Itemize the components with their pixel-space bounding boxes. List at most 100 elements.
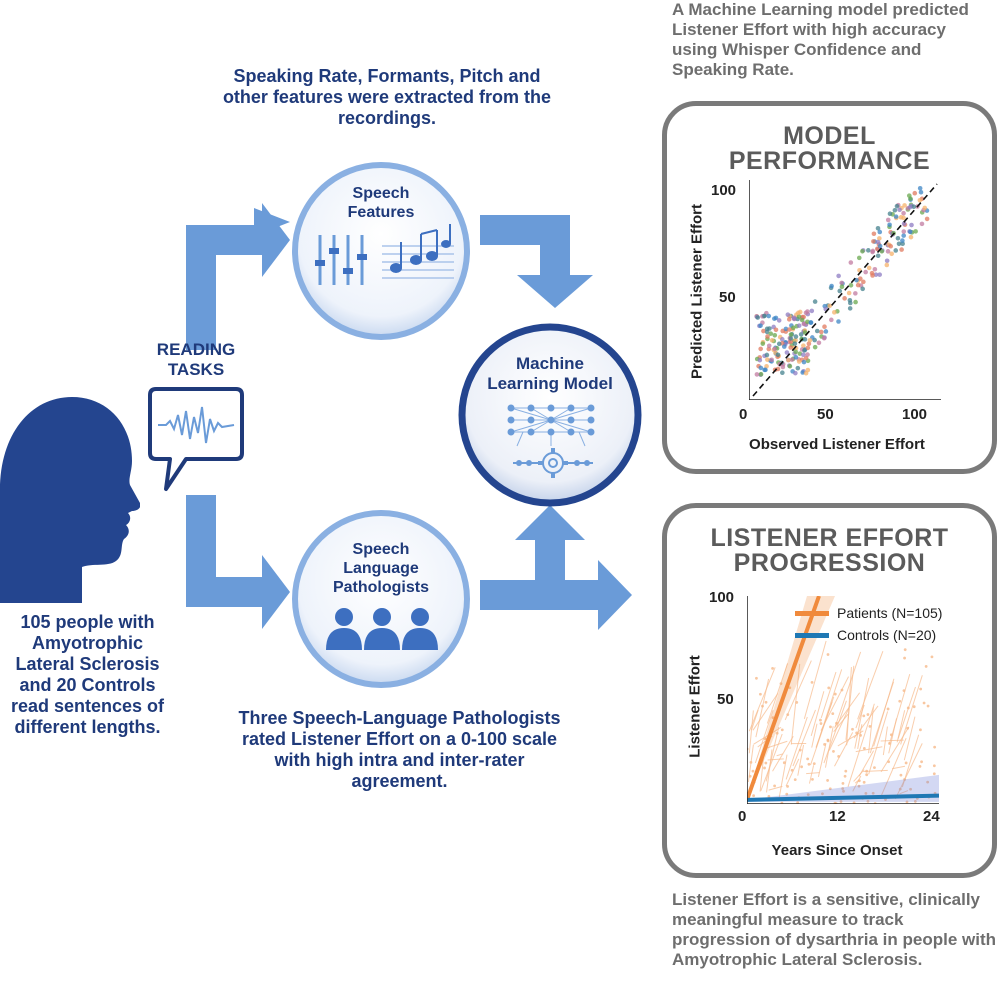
scatter-point — [912, 190, 918, 196]
scatter-point — [764, 329, 770, 335]
scatter-point — [805, 367, 811, 373]
performance-xlabel: Observed Listener Effort — [749, 436, 925, 453]
patient-observation — [829, 725, 832, 729]
patient-observation — [790, 768, 794, 772]
patient-trajectory — [828, 708, 850, 751]
scatter-point — [765, 357, 770, 362]
patient-observation — [773, 784, 776, 788]
scatter-point — [839, 280, 844, 286]
patient-trajectory — [752, 693, 779, 731]
patient-observation — [862, 746, 866, 750]
patient-trajectory — [897, 686, 916, 739]
patient-observation — [898, 787, 902, 791]
patient-observation — [912, 705, 916, 709]
patient-observation — [785, 792, 789, 796]
scatter-point — [922, 205, 928, 211]
scatter-point — [870, 249, 875, 255]
patient-observation — [843, 774, 847, 778]
scatter-point — [784, 350, 790, 355]
patient-observation — [889, 733, 893, 737]
patient-trajectory — [806, 772, 820, 775]
scatter-point — [772, 332, 778, 338]
scatter-point — [814, 328, 820, 334]
patient-observation — [862, 714, 866, 718]
scatter-point — [807, 337, 813, 343]
scatter-point — [901, 233, 906, 238]
scatter-point — [766, 313, 772, 319]
patient-observation — [800, 765, 804, 769]
patient-observation — [788, 686, 792, 690]
patient-observation — [780, 728, 784, 732]
patient-trajectory — [834, 651, 862, 729]
ml-model-label: Machine Learning Model — [487, 354, 613, 393]
patient-observation — [842, 789, 845, 793]
patient-trajectory — [810, 691, 825, 737]
patient-observation — [841, 781, 845, 785]
scatter-point — [758, 371, 764, 377]
features-caption: Speaking Rate, Formants, Pitch and other… — [222, 66, 552, 128]
patient-observation — [906, 706, 910, 710]
scatter-point — [766, 343, 772, 349]
identity-reference-line — [752, 183, 938, 397]
patient-trajectory — [811, 723, 818, 748]
scatter-point — [758, 365, 764, 371]
patient-observation — [903, 656, 906, 660]
patient-observation — [857, 784, 861, 788]
scatter-point — [773, 327, 779, 333]
scatter-point — [885, 217, 891, 223]
scatter-point — [803, 310, 809, 316]
scatter-point — [761, 328, 766, 334]
patient-observation — [763, 737, 767, 741]
scatter-point — [901, 210, 906, 216]
patient-observation — [835, 721, 838, 725]
patient-observation — [763, 766, 766, 770]
scatter-point — [866, 265, 872, 271]
speech-features-node: Speech Features — [290, 160, 472, 342]
progression-ylabel: Listener Effort — [686, 655, 704, 758]
patient-observation — [926, 780, 930, 784]
scatter-point — [909, 222, 914, 228]
scatter-point — [823, 329, 829, 334]
progression-ytick: 100 — [709, 589, 735, 606]
scatter-point — [821, 335, 827, 341]
scatter-point — [917, 185, 923, 191]
patient-trajectory — [888, 674, 911, 745]
patient-trajectory — [797, 744, 805, 776]
scatter-point — [877, 236, 882, 241]
patient-observation — [759, 692, 762, 696]
neural-network-icon — [507, 404, 595, 447]
patient-observation — [868, 724, 872, 728]
patient-observation — [748, 774, 752, 778]
scatter-point — [836, 273, 841, 279]
scatter-point — [897, 207, 902, 213]
patient-observation — [866, 713, 870, 716]
scatter-point — [908, 234, 914, 240]
patient-trajectory — [792, 709, 816, 767]
scatter-point — [887, 222, 892, 228]
patient-trajectory — [880, 739, 904, 742]
patient-trajectory — [858, 750, 875, 777]
patient-observation — [865, 773, 869, 777]
scatter-point — [907, 204, 913, 210]
people-group-icon — [326, 608, 438, 650]
scatter-point — [898, 215, 904, 220]
scatter-point — [788, 345, 793, 350]
patient-observation — [833, 692, 837, 696]
scatter-point — [796, 314, 802, 319]
scatter-point — [792, 341, 798, 346]
patient-observation — [779, 682, 783, 686]
patient-observation — [828, 787, 832, 791]
patient-observation — [821, 792, 824, 796]
patient-trajectory — [900, 675, 923, 745]
scatter-point — [855, 282, 861, 288]
patient-trajectory — [903, 716, 916, 761]
patients-trend-line — [747, 596, 821, 801]
scatter-point — [791, 316, 797, 321]
patient-observation — [839, 800, 843, 803]
scatter-point — [788, 336, 794, 341]
scatter-point — [760, 341, 766, 346]
patient-observation — [922, 701, 926, 705]
scatter-point — [875, 226, 881, 231]
patient-trajectory — [810, 696, 835, 766]
patient-observation — [864, 791, 868, 795]
